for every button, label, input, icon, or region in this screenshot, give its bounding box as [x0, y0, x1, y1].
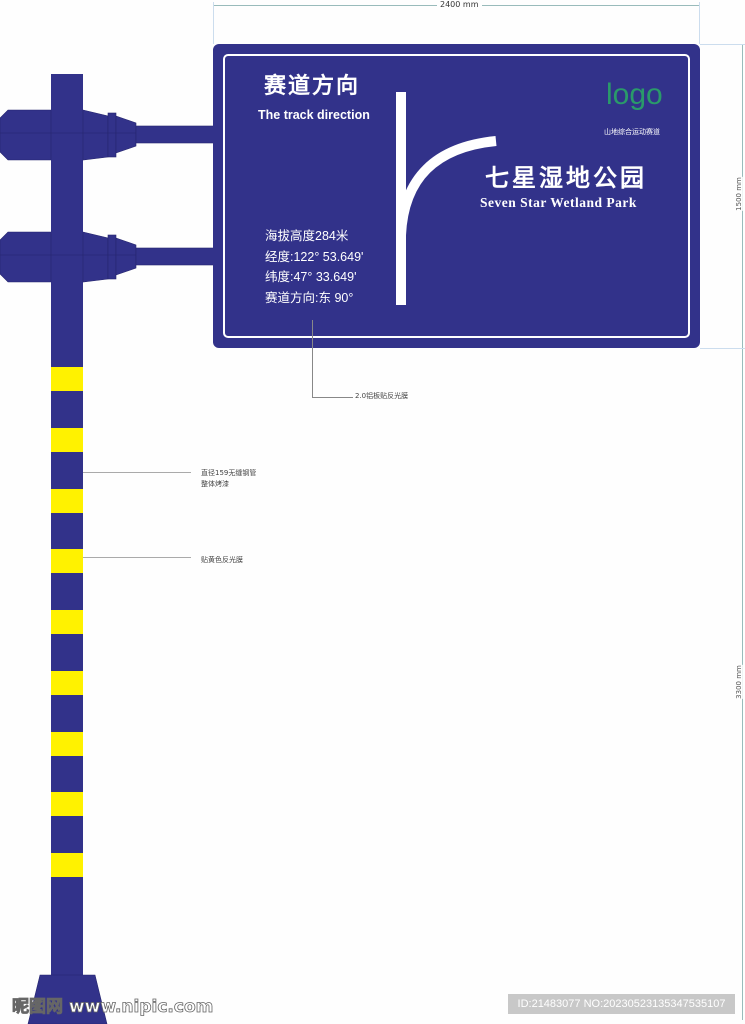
band-note: 贴黄色反光膜: [201, 556, 243, 564]
logo-subtitle: 山地综合运动赛道: [604, 128, 660, 136]
upper-clamp: [0, 109, 215, 161]
info-latitude: 纬度:47° 33.649': [265, 270, 357, 284]
panel-callout-line: [312, 320, 353, 398]
pole: [51, 74, 83, 984]
panel-note: 2.0铝板贴反光膜: [355, 392, 409, 400]
width-extension-left: [213, 2, 214, 44]
sign-panel: [213, 44, 700, 348]
title-en: The track direction: [258, 108, 370, 122]
reflective-band: [51, 853, 83, 877]
info-altitude: 海拔高度284米: [265, 229, 349, 243]
info-longitude: 经度:122° 53.649': [265, 250, 364, 264]
pipe-note-1: 直径159无缝钢管: [201, 469, 257, 477]
logo: logo: [606, 78, 663, 111]
destination-cn: 七星湿地公园: [485, 164, 647, 192]
pipe-note-2: 整体烤漆: [201, 480, 229, 488]
pipe-callout-line: [83, 472, 191, 473]
watermark-id: ID:21483077 NO:20230523135347535107: [508, 994, 735, 1014]
sign-inner-border: [223, 54, 690, 338]
reflective-band: [51, 549, 83, 573]
reflective-band: [51, 367, 83, 391]
width-extension-right: [699, 2, 700, 44]
reflective-band: [51, 489, 83, 513]
height-extension-mid: [700, 348, 745, 349]
reflective-band: [51, 428, 83, 452]
reflective-band: [51, 792, 83, 816]
height-dimension-line: [742, 44, 743, 1020]
width-dimension-label: 2400 mm: [437, 0, 482, 10]
destination-en: Seven Star Wetland Park: [480, 195, 637, 210]
reflective-band: [51, 732, 83, 756]
reflective-band: [51, 610, 83, 634]
info-direction: 赛道方向:东 90°: [265, 291, 354, 305]
band-callout-line: [83, 557, 191, 558]
title-cn: 赛道方向: [264, 74, 361, 99]
lower-clamp: [0, 231, 215, 283]
reflective-band: [51, 671, 83, 695]
direction-arrow-icon: [396, 92, 497, 305]
height-extension-top: [700, 44, 745, 45]
pole-base: [27, 974, 108, 1024]
watermark-site: 昵图网 www.nipic.com: [12, 997, 214, 1018]
